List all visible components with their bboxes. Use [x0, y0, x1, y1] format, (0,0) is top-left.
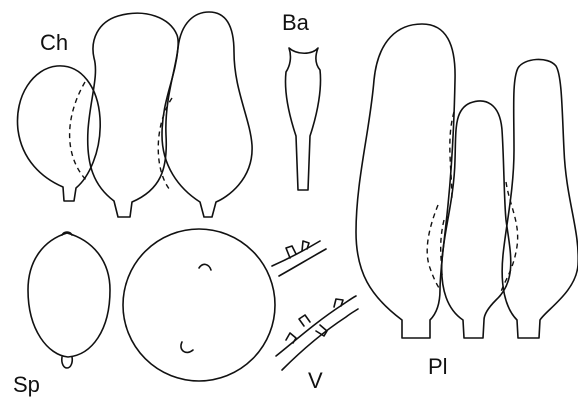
- veil-hypha-lower-knob-4: [334, 299, 343, 307]
- cheilocystidium-middle: [88, 13, 178, 217]
- round-cell-mark-lower: [181, 342, 193, 352]
- pleurocystidium-left: [356, 24, 455, 338]
- veil-hypha-lower-knob-1: [286, 333, 296, 343]
- spore-outline: [28, 233, 110, 357]
- pleurocystidia-group: [356, 24, 578, 338]
- basidium: [285, 48, 320, 190]
- veil-hypha-lower-knob-2: [299, 315, 310, 326]
- cheilocystidium-right: [162, 12, 252, 217]
- spore-apiculus: [62, 357, 72, 368]
- label-spore: Sp: [13, 372, 40, 397]
- label-basidium: Ba: [282, 10, 310, 35]
- label-veil: V: [308, 368, 323, 393]
- label-pleurocystidia: Pl: [428, 354, 448, 379]
- veil-hypha-lower-knob-3: [316, 325, 327, 336]
- label-cheilocystidia: Ch: [40, 30, 68, 55]
- veil-hypha-lower-bottom: [282, 309, 358, 370]
- veil-hypha-lower-top: [276, 296, 356, 356]
- veil-hypha-upper-bottom: [279, 249, 326, 276]
- cheilocystidium-middle-hidden-edge: [70, 82, 88, 182]
- pleurocystidium-left-hidden-edge: [427, 205, 440, 290]
- round-cell-mark-upper: [199, 264, 211, 270]
- pleurocystidium-middle: [442, 101, 511, 338]
- round-cell: [123, 229, 275, 381]
- veil-hyphae: [272, 241, 358, 370]
- round-cell-outline: [123, 229, 275, 381]
- pleurocystidium-right: [502, 59, 578, 338]
- spore: [28, 232, 110, 368]
